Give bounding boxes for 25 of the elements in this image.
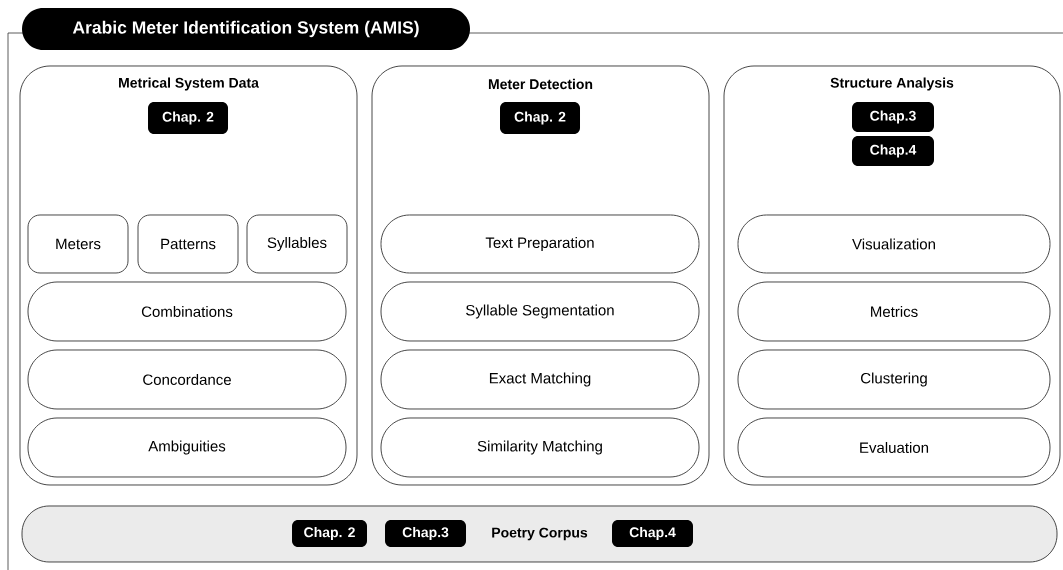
module-box: Combinations xyxy=(27,281,347,342)
module-box: Visualization xyxy=(737,214,1051,274)
chapter-badge: Chap. 2 xyxy=(292,520,367,547)
panel-heading: Structure Analysis xyxy=(830,77,954,91)
chapter-badge: Chap.4 xyxy=(852,136,934,166)
title-pill: Arabic Meter Identification System (AMIS) xyxy=(22,8,470,50)
module-box: Similarity Matching xyxy=(380,417,700,478)
module-box: Patterns xyxy=(137,214,239,274)
module-box: Metrics xyxy=(737,281,1051,342)
chapter-badge: Chap.3 xyxy=(385,520,466,547)
module-box: Ambiguities xyxy=(27,417,347,478)
panel-heading: Metrical System Data xyxy=(119,77,259,91)
chapter-badge: Chap. 2 xyxy=(500,102,580,134)
module-box: Text Preparation xyxy=(380,214,700,274)
module-box: Concordance xyxy=(27,349,347,410)
module-box: Exact Matching xyxy=(380,349,700,410)
module-box: Clustering xyxy=(737,349,1051,410)
panel-heading: Meter Detection xyxy=(488,78,593,90)
module-box: Evaluation xyxy=(737,417,1051,478)
chapter-badge: Chap.3 xyxy=(852,102,934,132)
chapter-badge: Chap.4 xyxy=(612,520,693,547)
chapter-badge: Chap. 2 xyxy=(148,102,228,134)
module-box: Syllables xyxy=(246,214,348,274)
module-box: Syllable Segmentation xyxy=(380,281,700,342)
module-box: Meters xyxy=(27,214,129,274)
